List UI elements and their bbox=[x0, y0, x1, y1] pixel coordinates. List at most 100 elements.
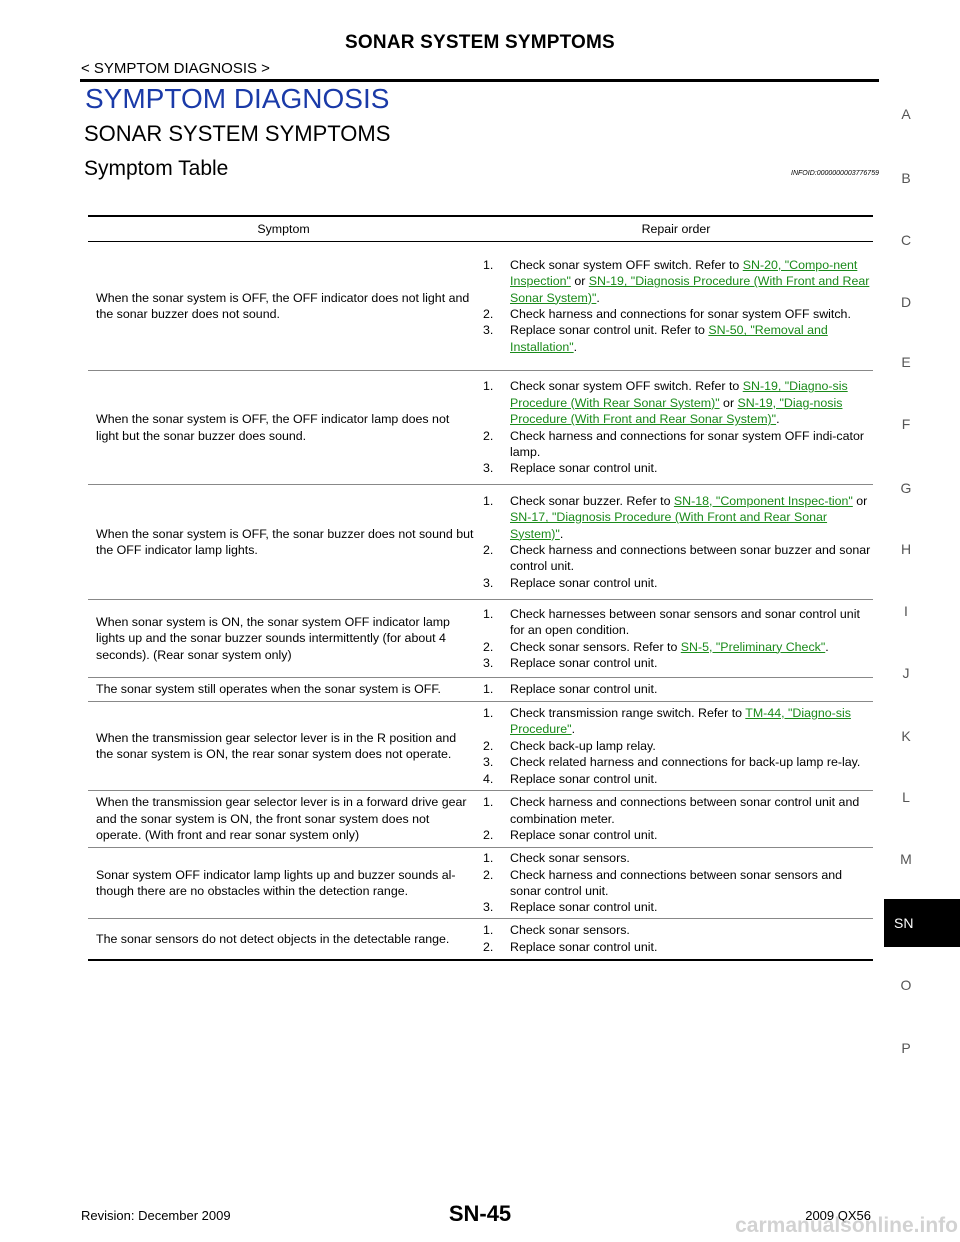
sidebar-index-f[interactable]: F bbox=[901, 416, 911, 432]
step-text-fragment: Check sonar sensors. bbox=[510, 851, 630, 866]
step-number: 3. bbox=[483, 323, 494, 338]
step-text-fragment: Check harnesses between sonar sensors an… bbox=[510, 606, 860, 638]
step-text-fragment: Check back-up lamp relay. bbox=[510, 738, 656, 753]
reference-link[interactable]: SN-50, "Removal and Installation" bbox=[510, 323, 828, 354]
repair-order-cell: 1. Check transmission range switch. Refer… bbox=[479, 701, 873, 791]
step-text: Replace sonar control unit. bbox=[510, 827, 873, 843]
sidebar-index-j[interactable]: J bbox=[902, 665, 910, 681]
step-text: Check transmission range switch. Refer t… bbox=[510, 705, 873, 738]
step-number: 1. bbox=[483, 705, 494, 720]
step-text-fragment: or bbox=[719, 395, 738, 410]
watermark: carmanualsonline.info bbox=[735, 1214, 958, 1237]
sidebar-index-a[interactable]: A bbox=[901, 106, 911, 122]
step-text-fragment: . bbox=[559, 526, 564, 541]
repair-order-cell: 1.Replace sonar control unit. bbox=[479, 677, 873, 702]
step-text-fragment: . bbox=[571, 722, 576, 737]
repair-step: 3.Replace sonar control unit. Refer to S… bbox=[483, 322, 873, 355]
step-number: 4. bbox=[483, 771, 494, 786]
sidebar-index-m[interactable]: M bbox=[900, 851, 912, 867]
repair-step: 4. Replace sonar control unit. bbox=[483, 771, 873, 787]
sidebar-index-k[interactable]: K bbox=[901, 728, 911, 744]
sidebar-index-o[interactable]: O bbox=[900, 977, 912, 993]
step-text: Replace sonar control unit. bbox=[510, 899, 873, 915]
step-text-fragment: Replace sonar control unit. bbox=[510, 900, 658, 915]
info-id: INFOID:0000000003776759 bbox=[791, 170, 879, 177]
step-text-fragment: Check harness and connections for sonar … bbox=[510, 307, 851, 321]
column-header-repair-order: Repair order bbox=[479, 215, 873, 242]
repair-step: 3.Replace sonar control unit. bbox=[483, 655, 873, 671]
table-row: When the sonar system is OFF, the OFF in… bbox=[88, 370, 873, 485]
step-number: 3. bbox=[483, 755, 494, 770]
repair-step: 1. Check sonar sensors. bbox=[483, 850, 873, 866]
repair-order-cell: 1.Check harness and connections between … bbox=[479, 790, 873, 848]
sidebar-index-p[interactable]: P bbox=[901, 1040, 911, 1056]
table-row: The sonar system still operates when the… bbox=[88, 677, 873, 702]
table-row: When the transmission gear selector leve… bbox=[88, 701, 873, 791]
reference-link[interactable]: SN-5, "Preliminary Check" bbox=[680, 639, 826, 654]
symptom-cell: Sonar system OFF indicator lamp lights u… bbox=[88, 847, 479, 919]
repair-step: 1. Check harnesses between sonar sensors … bbox=[483, 606, 873, 639]
repair-step: 2.Check harness and connections between … bbox=[483, 867, 873, 900]
sidebar-index-g[interactable]: G bbox=[900, 480, 912, 496]
repair-step: 1. Check transmission range switch. Refer… bbox=[483, 705, 873, 738]
step-text: Replace sonar control unit. bbox=[510, 771, 873, 787]
reference-link[interactable]: SN-18, "Component Inspec-tion" bbox=[673, 493, 853, 508]
symptom-cell: The sonar sensors do not detect objects … bbox=[88, 918, 479, 961]
subsection-title: SONAR SYSTEM SYMPTOMS bbox=[84, 121, 391, 146]
step-number: 2. bbox=[483, 828, 494, 843]
step-text: Check sonar sensors. bbox=[510, 922, 873, 938]
symptom-cell: When sonar system is ON, the sonar syste… bbox=[88, 599, 479, 678]
step-text: Check sonar buzzer. Refer to SN-18, "Com… bbox=[510, 493, 873, 542]
reference-link[interactable]: SN-19, "Diagnosis Procedure (With Front … bbox=[510, 274, 870, 305]
reference-link[interactable]: SN-17, "Diagnosis Procedure (With Front … bbox=[510, 510, 828, 541]
step-number: 3. bbox=[483, 575, 494, 590]
sidebar-index-d[interactable]: D bbox=[900, 294, 912, 310]
repair-order-cell: 1.Check sonar sensors.2.Replace sonar co… bbox=[479, 918, 873, 961]
repair-step: 1.Check sonar sensors. bbox=[483, 922, 873, 938]
repair-step: 2.Check harness and connections for sona… bbox=[483, 306, 873, 322]
step-text: Check harness and connections between so… bbox=[510, 542, 873, 575]
step-number: 3. bbox=[483, 461, 494, 476]
step-number: 3. bbox=[483, 900, 494, 915]
reference-link[interactable]: SN-19, "Diagno-sis Procedure (With Rear … bbox=[510, 379, 848, 410]
step-text: Check harness and connections between so… bbox=[510, 867, 873, 900]
repair-step: 2.Check sonar sensors. Refer to SN-5, "P… bbox=[483, 639, 873, 655]
step-text: Check sonar sensors. Refer to SN-5, "Pre… bbox=[510, 639, 873, 655]
step-text-fragment: Replace sonar control unit. bbox=[510, 828, 658, 843]
table-title: Symptom Table bbox=[84, 157, 229, 180]
repair-step: 3. Replace sonar control unit. bbox=[483, 575, 873, 591]
sidebar-index-i[interactable]: I bbox=[904, 603, 908, 619]
sidebar-index-l[interactable]: L bbox=[902, 789, 910, 805]
step-number: 1. bbox=[483, 851, 494, 866]
step-text-fragment: Replace sonar control unit. bbox=[510, 575, 658, 590]
sidebar-index-h[interactable]: H bbox=[900, 541, 912, 557]
table-row: The sonar sensors do not detect objects … bbox=[88, 918, 873, 961]
repair-step: 2. Replace sonar control unit. bbox=[483, 827, 873, 843]
reference-link[interactable]: SN-20, "Compo-nent Inspection" bbox=[510, 257, 858, 289]
reference-link[interactable]: SN-19, "Diag-nosis Procedure (With Front… bbox=[510, 395, 843, 427]
step-text: Check related harness and connections fo… bbox=[510, 754, 873, 770]
step-text-fragment: Check harness and connections between so… bbox=[510, 867, 843, 898]
step-number: 1. bbox=[483, 795, 494, 810]
repair-step: 3. Check related harness and connections … bbox=[483, 754, 873, 770]
step-text-fragment: Replace sonar control unit. bbox=[510, 771, 658, 786]
repair-step: 2.Check harness and connections for sona… bbox=[483, 428, 873, 461]
step-number: 2. bbox=[483, 939, 494, 954]
sidebar-index-sn[interactable]: SN bbox=[884, 899, 960, 947]
symptom-cell: When the sonar system is OFF, the OFF in… bbox=[88, 370, 479, 485]
step-text-fragment: . bbox=[825, 639, 829, 654]
step-number: 1. bbox=[483, 606, 494, 621]
reference-link[interactable]: TM-44, "Diagno-sis Procedure" bbox=[510, 705, 851, 737]
step-number: 1. bbox=[483, 379, 494, 394]
page-header-title: SONAR SYSTEM SYMPTOMS bbox=[345, 32, 615, 53]
symptom-table: Symptom Repair order When the sonar syst… bbox=[88, 215, 873, 961]
step-text-fragment: . bbox=[573, 339, 578, 354]
sidebar-index-b[interactable]: B bbox=[901, 170, 911, 186]
sidebar-index-c[interactable]: C bbox=[900, 232, 912, 248]
step-text-fragment: Replace sonar control unit. bbox=[510, 682, 658, 697]
sidebar-index-e[interactable]: E bbox=[901, 354, 911, 370]
step-text: Check sonar system OFF switch. Refer to … bbox=[510, 257, 873, 306]
step-text-fragment: Check related harness and connections fo… bbox=[510, 755, 861, 770]
repair-step: 1.Check sonar system OFF switch. Refer t… bbox=[483, 378, 873, 427]
step-text-fragment: Check sonar sensors. bbox=[510, 923, 630, 938]
